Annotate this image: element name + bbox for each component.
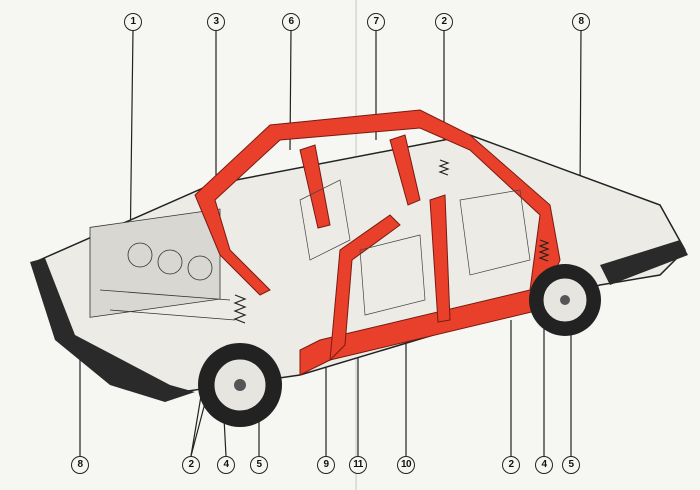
callout-11: 11 — [349, 456, 367, 474]
callout-8-top: 8 — [572, 13, 590, 31]
callout-2-rear: 2 — [502, 456, 520, 474]
suspension-springs — [233, 159, 550, 324]
callout-9: 9 — [317, 456, 335, 474]
interior-detail — [299, 179, 531, 316]
callout-8-bottom: 8 — [71, 456, 89, 474]
callout-2-top: 2 — [435, 13, 453, 31]
engine-detail — [89, 208, 236, 321]
callout-5-rear: 5 — [562, 456, 580, 474]
front-wheel — [198, 343, 282, 427]
callout-3: 3 — [207, 13, 225, 31]
rear-bumper — [600, 240, 688, 285]
callout-6: 6 — [282, 13, 300, 31]
callout-5-front: 5 — [250, 456, 268, 474]
callout-4-rear: 4 — [535, 456, 553, 474]
callout-2-front: 2 — [182, 456, 200, 474]
callout-1: 1 — [124, 13, 142, 31]
red-body-shell — [194, 109, 561, 376]
front-bumper — [30, 258, 195, 402]
callout-7: 7 — [367, 13, 385, 31]
rear-wheel — [529, 264, 601, 336]
callout-4-front: 4 — [217, 456, 235, 474]
callout-10: 10 — [397, 456, 415, 474]
